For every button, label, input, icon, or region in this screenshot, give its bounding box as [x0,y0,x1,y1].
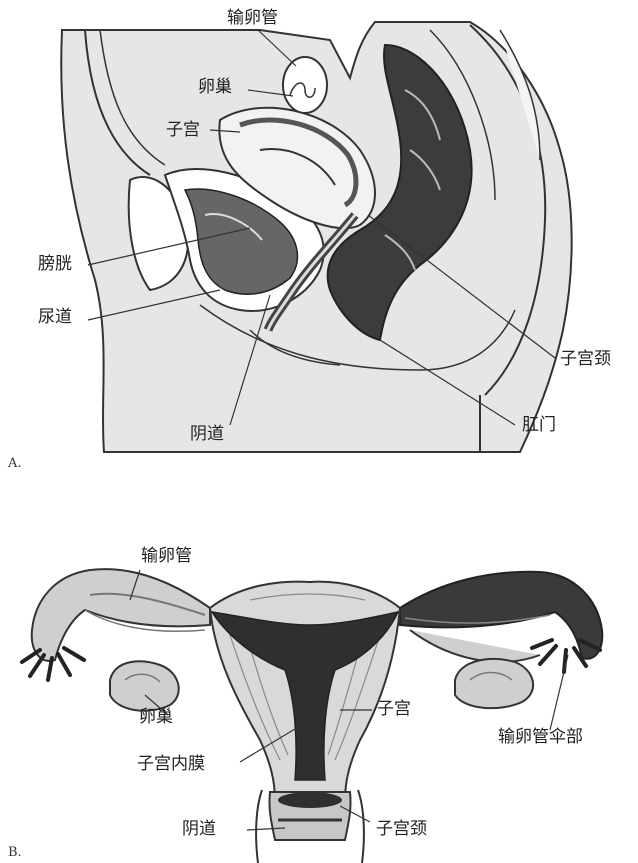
label-bladder: 膀胱 [38,256,72,273]
ovary-shape [283,57,327,113]
label-fallopian-tube: 输卵管 [227,10,278,27]
label-anus: 肛门 [522,417,556,434]
cervical-os [278,792,342,808]
frontal-section-diagram: 输卵管 卵巢 子宫 子宫内膜 输卵管伞部 阴道 子宫颈 B. [0,500,638,863]
label-ovary-b: 卵巢 [139,709,173,726]
right-tube-shape [400,572,602,659]
label-vagina-b: 阴道 [182,821,216,838]
sagittal-section-illustration [0,0,638,480]
label-fallopian-tube-b: 输卵管 [141,548,192,565]
label-uterus: 子宫 [166,122,200,139]
label-cervix-b: 子宫颈 [376,821,427,838]
label-vagina: 阴道 [190,426,224,443]
label-urethra: 尿道 [38,309,72,326]
label-fimbriae: 输卵管伞部 [498,729,583,746]
panel-label-b: B. [8,845,22,860]
right-ovary-shape [455,659,533,708]
frontal-section-illustration [0,500,638,863]
label-endometrium: 子宫内膜 [137,756,205,773]
label-ovary: 卵巢 [198,79,232,96]
label-uterus-b: 子宫 [377,701,411,718]
panel-label-a: A. [8,456,22,471]
label-cervix: 子宫颈 [560,351,611,368]
left-tube-shape [32,569,210,661]
sagittal-section-diagram: 输卵管 卵巢 子宫 膀胱 尿道 阴道 子宫颈 肛门 A. [0,0,638,480]
left-ovary-shape [110,661,179,710]
